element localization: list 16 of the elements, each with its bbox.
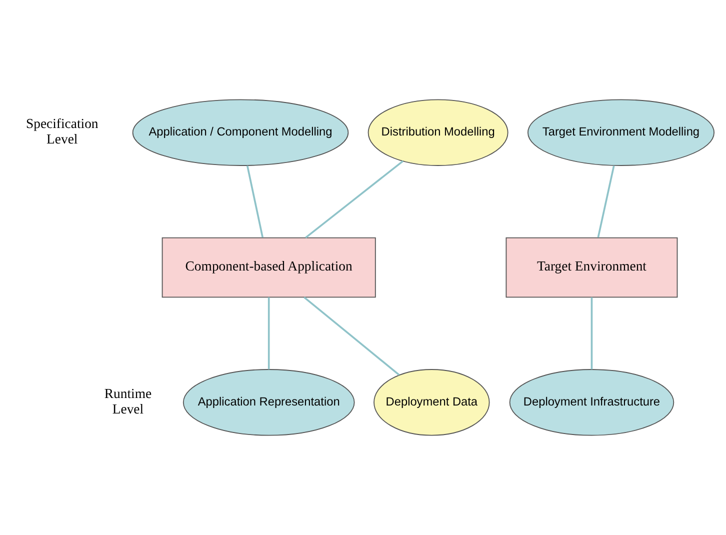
connector [268, 297, 270, 370]
connector [590, 297, 593, 370]
label: Specification Level [26, 116, 98, 147]
node-ellipse: Distribution Modelling [368, 99, 508, 166]
node-ellipse: Application Representation [182, 369, 355, 436]
node-ellipse: Deployment Infrastructure [509, 369, 674, 436]
node-ellipse: Application / Component Modelling [132, 99, 349, 166]
label: Runtime Level [104, 386, 152, 416]
node-box: Target Environment [506, 237, 678, 298]
connector [597, 166, 615, 238]
node-ellipse: Deployment Data [374, 369, 490, 436]
connector [246, 166, 264, 238]
node-box: Component-based Application [162, 237, 376, 298]
node-ellipse: Target Environment Modelling [527, 99, 715, 166]
connector [305, 160, 404, 238]
connector [304, 296, 400, 376]
